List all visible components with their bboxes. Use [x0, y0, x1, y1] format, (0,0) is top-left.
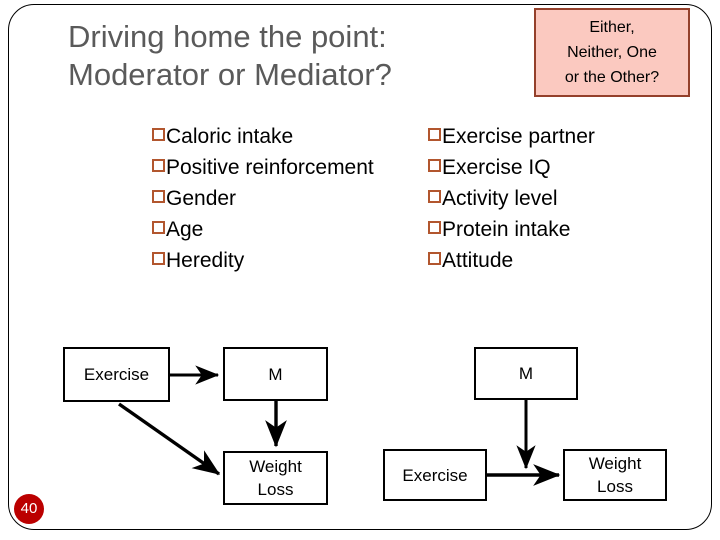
callout-box: Either, Neither, One or the Other?	[534, 8, 690, 97]
list-item: Activity level	[428, 182, 698, 213]
node-label: M	[268, 364, 283, 384]
node-label: Exercise	[83, 365, 150, 384]
node-moderator-model-m: M	[474, 347, 578, 400]
list-item-label: Positive reinforcement	[166, 155, 374, 179]
list-item: Attitude	[428, 244, 698, 275]
list-item: Age	[152, 213, 452, 244]
hollow-square-bullet-icon	[428, 158, 441, 172]
node-label: M	[518, 364, 534, 383]
hollow-square-bullet-icon	[428, 251, 441, 265]
hollow-square-bullet-icon	[152, 189, 165, 203]
list-item: Protein intake	[428, 213, 698, 244]
hollow-square-bullet-icon	[152, 251, 165, 265]
list-item-label: Gender	[166, 186, 237, 210]
hollow-square-bullet-icon	[152, 158, 165, 172]
node-mediator-model-exercise: Exercise	[63, 347, 170, 402]
list-item-label: Protein intake	[442, 217, 571, 241]
list-item-label: Exercise partner	[442, 124, 595, 148]
list-item: Exercise partner	[428, 120, 698, 151]
arrow-exercise-to-weightloss	[118, 402, 221, 476]
hollow-square-bullet-icon	[152, 127, 165, 141]
list-item: Positive reinforcement	[152, 151, 452, 182]
list-item-label: Age	[166, 217, 204, 241]
node-label-line-1: Weight	[588, 454, 642, 473]
list-item: Gender	[152, 182, 452, 213]
list-item: Heredity	[152, 244, 452, 275]
node-mediator-model-weight-loss: Weight Loss	[223, 451, 328, 505]
node-label-line-2: Loss	[257, 480, 294, 499]
callout-line-1: Either,	[589, 19, 635, 36]
list-item-label: Attitude	[442, 248, 514, 272]
node-label-line-1: Weight	[249, 457, 302, 476]
bullet-list-right: Exercise partner Exercise IQ Activity le…	[428, 120, 698, 275]
page-title: Driving home the point: Moderator or Med…	[68, 18, 518, 94]
list-item-label: Heredity	[166, 248, 245, 272]
list-item-label: Caloric intake	[166, 124, 294, 148]
list-item: Exercise IQ	[428, 151, 698, 182]
list-item: Caloric intake	[152, 120, 452, 151]
node-mediator-model-m: M	[223, 347, 328, 401]
page-title-line-2: Moderator or Mediator?	[68, 57, 392, 92]
callout-line-3: or the Other?	[564, 69, 660, 86]
node-label: Exercise	[402, 465, 468, 485]
list-item-label: Activity level	[442, 186, 558, 210]
hollow-square-bullet-icon	[428, 220, 441, 234]
node-moderator-model-exercise: Exercise	[383, 449, 487, 501]
hollow-square-bullet-icon	[152, 220, 165, 234]
list-item-label: Exercise IQ	[442, 155, 551, 179]
page-number-badge: 40	[14, 494, 44, 524]
page-title-line-1: Driving home the point:	[68, 19, 387, 54]
node-moderator-model-weight-loss: Weight Loss	[563, 449, 667, 501]
hollow-square-bullet-icon	[428, 189, 441, 203]
bullet-list-left: Caloric intake Positive reinforcement Ge…	[152, 120, 452, 275]
callout-line-2: Neither, One	[567, 44, 657, 61]
hollow-square-bullet-icon	[428, 127, 441, 141]
node-label-line-2: Loss	[597, 477, 633, 496]
